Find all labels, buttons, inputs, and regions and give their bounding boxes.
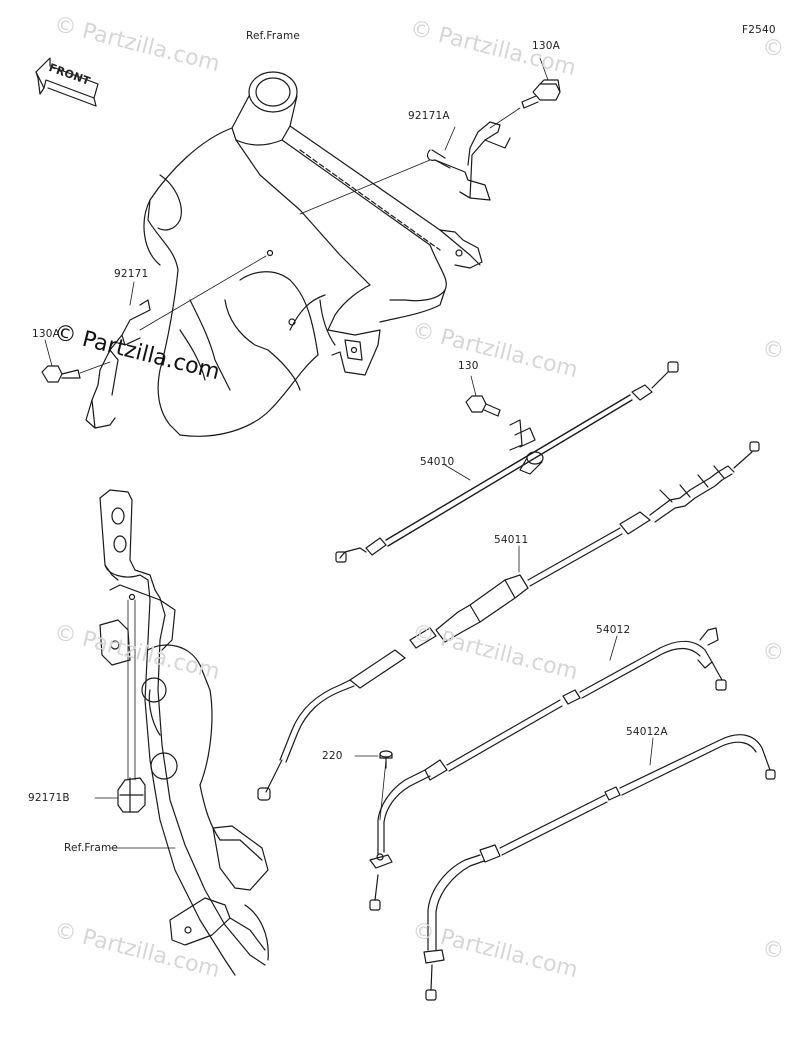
cable-54012: [369, 627, 727, 911]
clamp-92171A: [426, 121, 511, 201]
screw-220: [379, 750, 393, 769]
label-54010: 54010: [420, 456, 455, 468]
label-130A-left: 130A: [32, 328, 61, 340]
cable-54010: [335, 361, 679, 563]
label-130: 130: [458, 360, 479, 372]
cable-54012A: [423, 734, 776, 1001]
bolt-130A-left: [41, 365, 81, 383]
label-92171B: 92171B: [28, 792, 70, 804]
cable-54011: [257, 441, 760, 801]
front-arrow-badge: [35, 57, 99, 107]
figure-code: F2540: [742, 24, 776, 36]
label-54011: 54011: [494, 534, 529, 546]
label-130A-top: 130A: [532, 40, 561, 52]
frame-upper: [143, 71, 483, 437]
label-ref-frame-top: Ref.Frame: [246, 30, 301, 42]
label-54012A: 54012A: [626, 726, 668, 738]
clamp-92171B: [117, 777, 146, 813]
label-54012: 54012: [596, 624, 631, 636]
label-92171A: 92171A: [408, 110, 450, 122]
label-92171: 92171: [114, 268, 149, 280]
label-220: 220: [322, 750, 343, 762]
frame-lower: [99, 489, 269, 976]
clamp-92171: [85, 299, 151, 429]
bolt-130A-top: [521, 79, 561, 109]
bolt-130: [465, 395, 501, 417]
label-ref-frame-bottom: Ref.Frame: [64, 842, 119, 854]
